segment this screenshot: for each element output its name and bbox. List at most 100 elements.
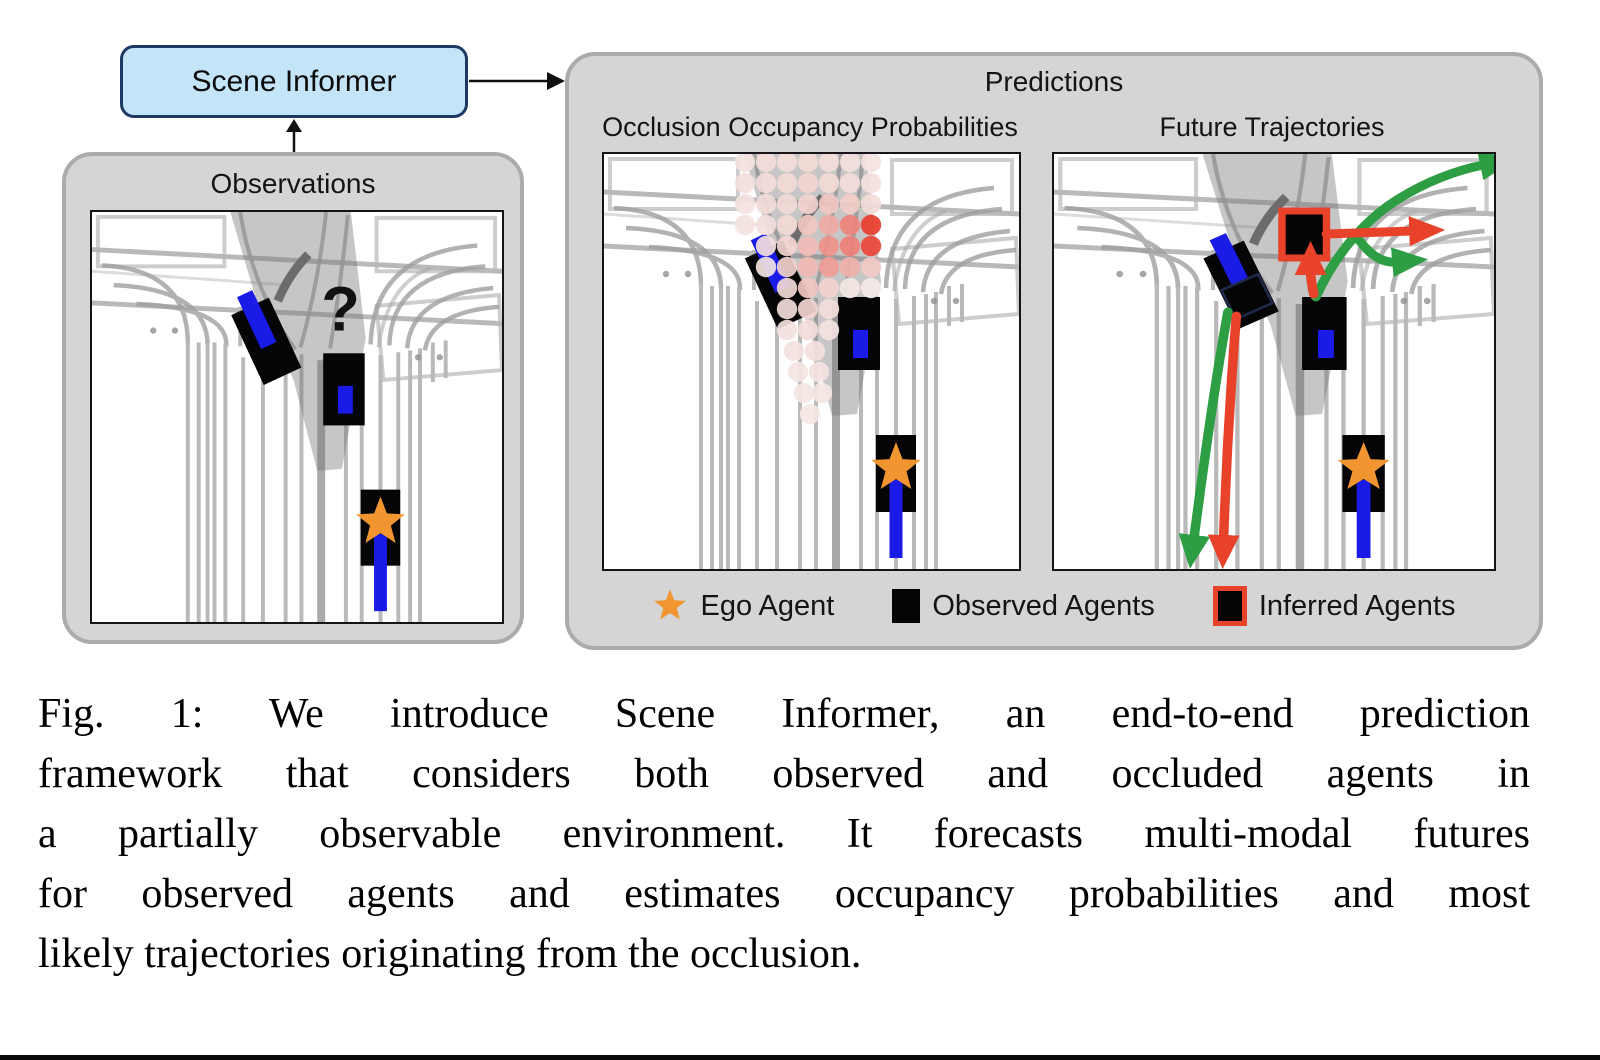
- current-pose-box: [1219, 272, 1275, 321]
- inferred-agent-box: [1278, 207, 1331, 262]
- occupancy-dot: [755, 235, 777, 257]
- observed-agent-icon: [892, 589, 921, 623]
- predictions-title: Predictions: [984, 66, 1124, 97]
- caption-line: a partially observable environment. It f…: [38, 811, 1530, 857]
- occupancy-dot: [755, 256, 777, 278]
- occupancy-dot: [776, 256, 798, 278]
- occupancy-dot: [818, 172, 840, 194]
- observed-vehicle-middle: [1302, 297, 1347, 370]
- occupancy-dot: [804, 340, 826, 362]
- occupancy-dot: [787, 361, 809, 383]
- occupancy-dot: [860, 214, 882, 236]
- occupancy-dot: [811, 382, 833, 404]
- occupancy-dot: [797, 193, 819, 215]
- occupancy-dot: [776, 235, 798, 257]
- occupancy-dot: [734, 193, 756, 215]
- legend-item-ego: Ego Agent: [652, 588, 834, 624]
- occupancy-dot: [776, 277, 798, 299]
- legend: Ego Agent Observed Agents Inferred Agent…: [569, 586, 1539, 626]
- observations-scene: ?: [90, 210, 504, 624]
- occlusion-question-mark: ?: [321, 275, 360, 345]
- occupancy-dot-layer: [734, 154, 882, 425]
- occupancy-dot: [818, 154, 840, 173]
- legend-item-inferred: Inferred Agents: [1212, 586, 1456, 626]
- occupancy-dot: [734, 154, 756, 173]
- green-trajectory-hook: [1353, 234, 1429, 278]
- occupancy-dot: [776, 214, 798, 236]
- trajectories-scene: [1052, 152, 1496, 571]
- inferred-agent-icon: [1212, 586, 1247, 626]
- occupancy-dot: [799, 403, 821, 425]
- occupancy-dot: [839, 214, 861, 236]
- occupancy-dot: [818, 256, 840, 278]
- occupancy-dot: [755, 214, 777, 236]
- occupancy-dot: [818, 193, 840, 215]
- occupancy-dot: [797, 277, 819, 299]
- occupancy-scene: [602, 152, 1021, 571]
- figure-caption: Fig. 1: We introduce Scene Informer, an …: [38, 684, 1530, 984]
- occupancy-dot: [797, 319, 819, 341]
- trajectories-subtitle: Future Trajectories: [1159, 112, 1385, 142]
- occupancy-dot: [839, 154, 861, 173]
- legend-label: Ego Agent: [700, 589, 835, 622]
- occupancy-dot: [783, 340, 805, 362]
- occupancy-subtitle: Occlusion Occupancy Probabilities: [602, 112, 1018, 142]
- occupancy-dot: [734, 214, 756, 236]
- occupancy-dot: [818, 214, 840, 236]
- green-trajectory-down: [1178, 307, 1233, 569]
- occupancy-dot: [755, 154, 777, 173]
- occupancy-dot: [776, 319, 798, 341]
- legend-label: Observed Agents: [932, 589, 1155, 622]
- occupancy-dot: [776, 298, 798, 320]
- arrow-box-to-predictions-icon: [469, 72, 565, 90]
- occupancy-dot: [860, 154, 882, 173]
- occupancy-dot: [776, 193, 798, 215]
- occupancy-dot: [797, 235, 819, 257]
- scene-informer-box: Scene Informer: [120, 45, 468, 118]
- red-trajectory-up: [1294, 241, 1327, 299]
- occupancy-dot: [818, 235, 840, 257]
- legend-label: Inferred Agents: [1258, 589, 1456, 622]
- occupancy-dot: [818, 319, 840, 341]
- observations-title: Observations: [210, 168, 376, 199]
- caption-line: framework that considers both observed a…: [38, 751, 1530, 797]
- caption-line: likely trajectories originating from the…: [38, 931, 862, 977]
- red-trajectory-down: [1207, 311, 1242, 569]
- occupancy-dot: [860, 256, 882, 278]
- predictions-panel: Predictions Occlusion Occupancy Probabil…: [565, 52, 1543, 650]
- occupancy-dot: [839, 193, 861, 215]
- occupancy-dot: [860, 193, 882, 215]
- caption-line: for observed agents and estimates occupa…: [38, 871, 1530, 917]
- occupancy-dot: [839, 277, 861, 299]
- page-bottom-rule: [0, 1055, 1600, 1060]
- caption-line: Fig. 1: We introduce Scene Informer, an …: [38, 691, 1530, 737]
- occupancy-dot: [776, 154, 798, 173]
- occupancy-dot: [797, 214, 819, 236]
- observations-panel: Observations ?: [62, 152, 524, 644]
- occupancy-dot: [755, 193, 777, 215]
- occupancy-dot: [860, 277, 882, 299]
- occupancy-dot: [793, 382, 815, 404]
- occupancy-dot: [860, 235, 882, 257]
- legend-item-observed: Observed Agents: [892, 589, 1155, 623]
- occupancy-dot: [808, 361, 830, 383]
- observed-vehicle-middle: [838, 297, 880, 370]
- occupancy-dot: [818, 277, 840, 299]
- occupancy-dot: [839, 172, 861, 194]
- red-trajectory-right: [1321, 216, 1446, 247]
- occupancy-dot: [776, 172, 798, 194]
- occupancy-dot: [860, 172, 882, 194]
- occupancy-dot: [839, 235, 861, 257]
- ego-star-icon: [654, 589, 687, 620]
- observed-vehicle-middle: [323, 353, 365, 426]
- occupancy-dot: [818, 298, 840, 320]
- occupancy-dot: [797, 256, 819, 278]
- arrow-observations-to-box-icon: [286, 119, 302, 152]
- scene-informer-label: Scene Informer: [191, 64, 397, 98]
- occupancy-dot: [797, 154, 819, 173]
- occupancy-dot: [797, 172, 819, 194]
- occupancy-dot: [734, 172, 756, 194]
- occupancy-dot: [839, 256, 861, 278]
- occupancy-dot: [755, 172, 777, 194]
